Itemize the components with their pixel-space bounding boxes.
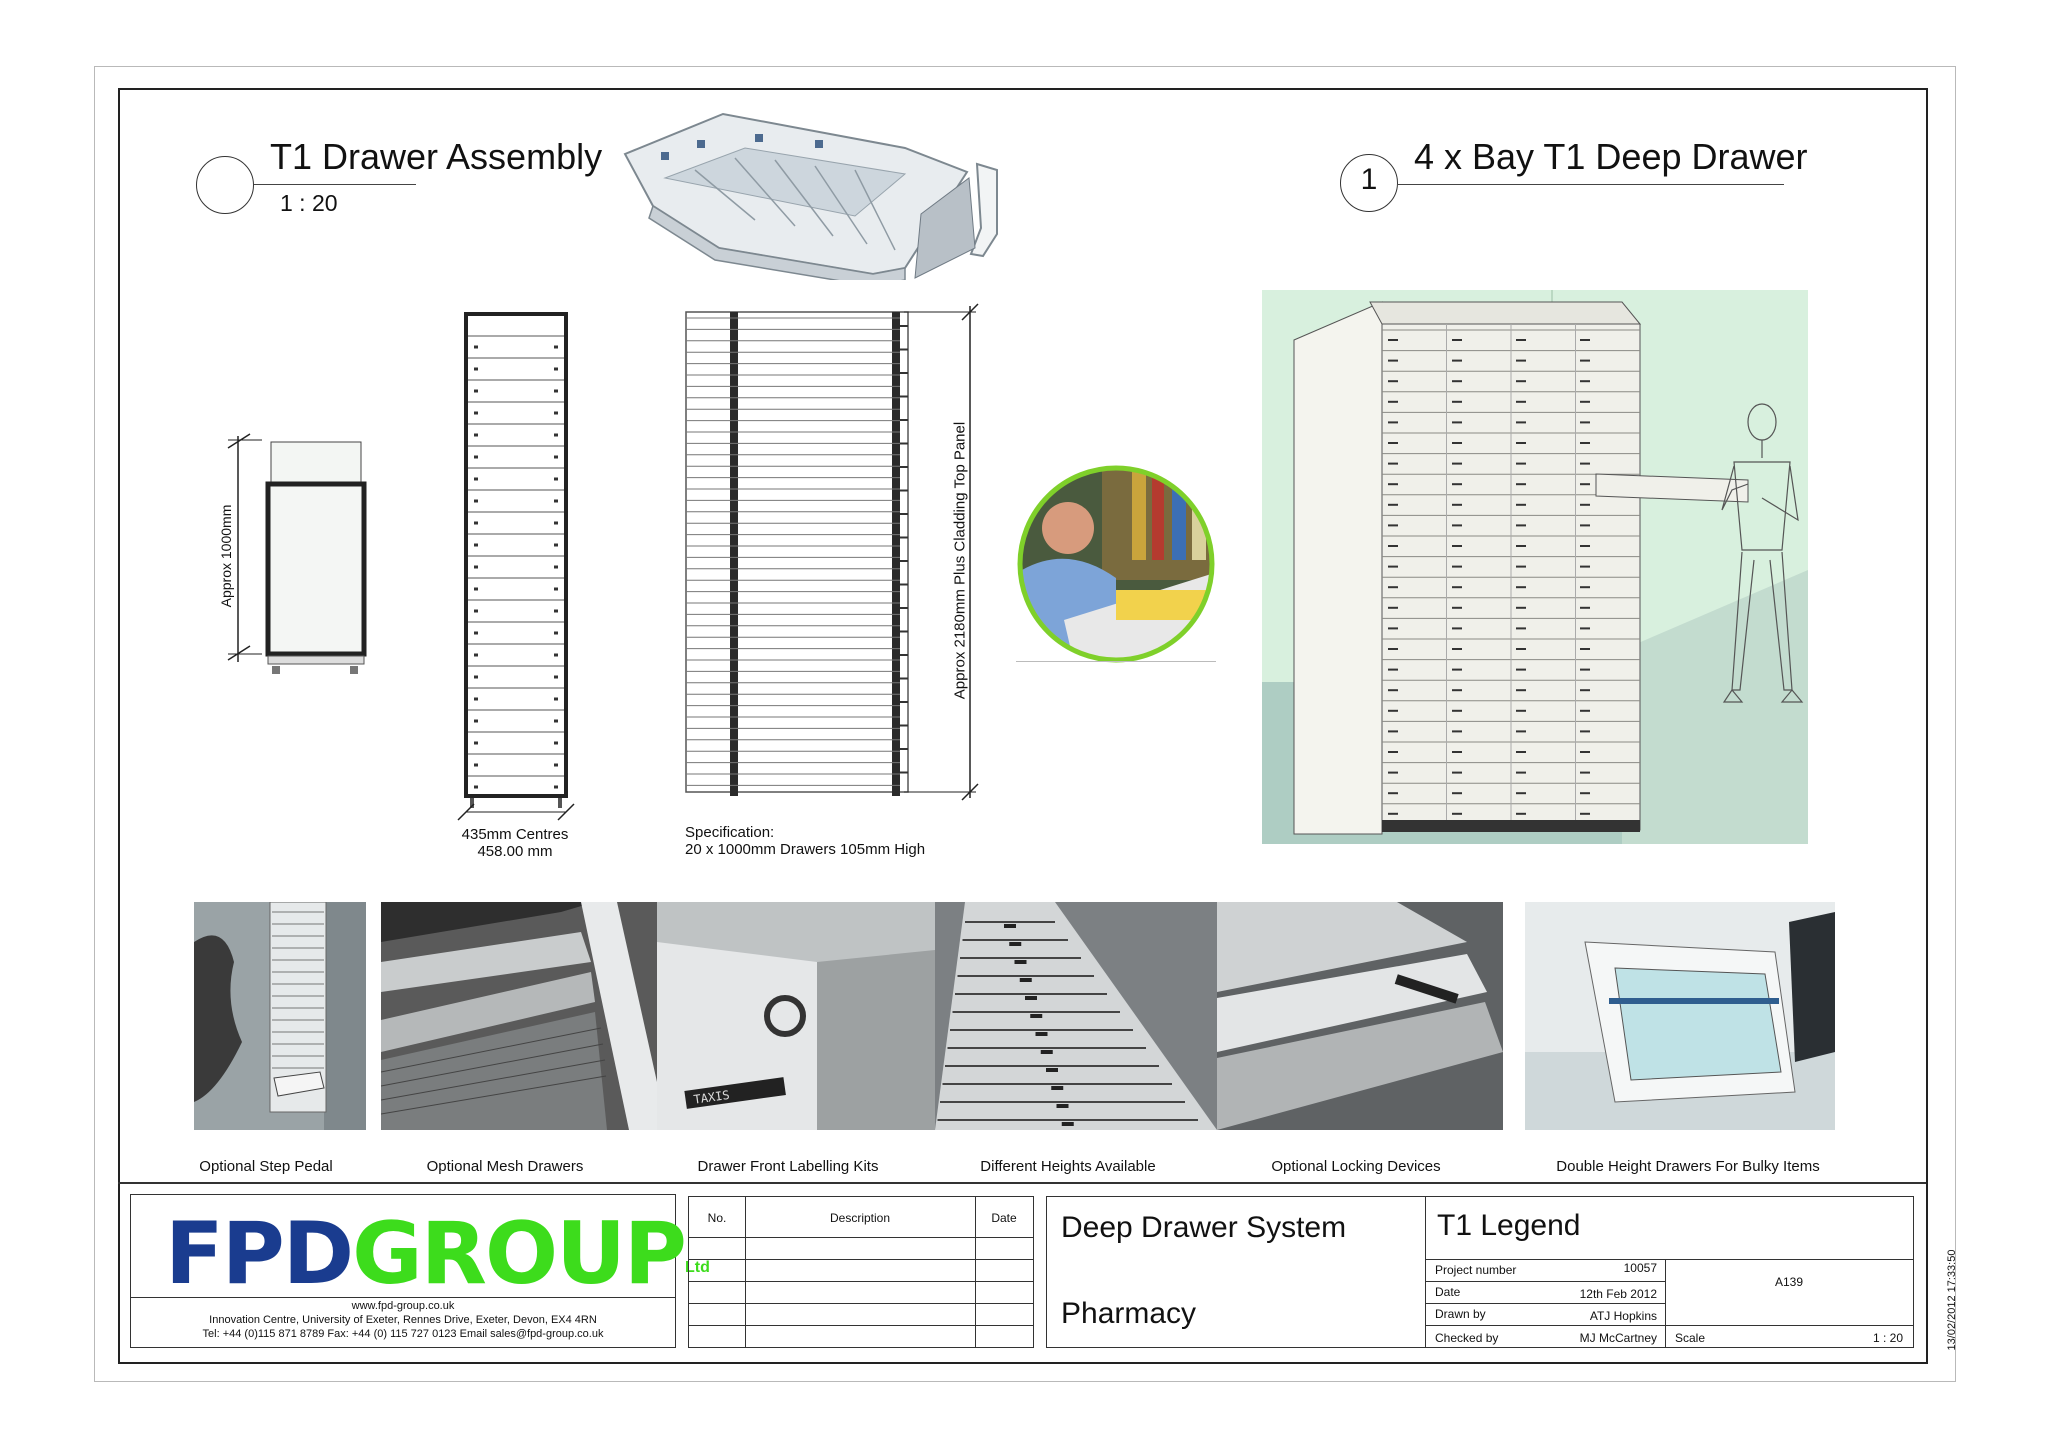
scale-label: Scale [1675,1331,1706,1345]
project-number-value: 10057 [1623,1261,1657,1275]
gallery-photo-labelling-kits: TAXIS [657,902,935,1130]
project-number-label: Project number [1435,1263,1517,1277]
gallery-caption-5: Optional Locking Devices [1271,1158,1441,1175]
front-width-dimension-2: 458.00 mm [477,843,553,860]
checked-by-label: Checked by [1435,1331,1499,1345]
overall-height-dimension: Approx 2180mm Plus Cladding Top Panel [951,421,969,700]
specification-label: Specification: [685,824,775,841]
view-scale-left: 1 : 20 [280,190,338,216]
view-marker-right [1340,154,1398,212]
sheet-inner-border [118,88,1928,1364]
specification-value: 20 x 1000mm Drawers 105mm High [685,841,926,858]
revisions-header-description: Description [829,1211,891,1225]
scale-value: 1 : 20 [1872,1331,1903,1345]
gallery-caption-1: Optional Step Pedal [199,1158,333,1175]
side-height-dimension: Approx 1000mm [218,504,234,608]
drawer-assembly-render [623,112,998,280]
project-title: Deep Drawer System [1061,1211,1347,1244]
gallery-caption-2: Optional Mesh Drawers [426,1158,584,1175]
company-box: FPDGROUPLtd www.fpd-group.co.uk Innovati… [130,1194,710,1348]
revisions-table: No. Description Date [688,1196,1034,1348]
front-elevation-drawing [457,312,575,821]
view-marker-left [196,156,254,214]
view-title-right: 4 x Bay T1 Deep Drawer [1414,136,1808,177]
gallery-caption-3: Drawer Front Labelling Kits [697,1158,879,1175]
drawn-by-value: ATJ Hopkins [1589,1309,1657,1323]
gallery-photo-locking-devices [1217,902,1503,1130]
company-divider [131,1297,675,1298]
front-width-dimension-1: 435mm Centres [461,826,569,843]
logo-ltd: Ltd [684,1259,710,1276]
side-section-drawing [685,303,979,801]
taxis-label: TAXIS [693,1088,731,1107]
title-block-top-rule [118,1182,1926,1184]
gallery-photo-step-pedal [194,902,366,1130]
project-info-box: Deep Drawer System Pharmacy T1 Legend Pr… [1046,1196,1914,1348]
gallery-caption-6: Double Height Drawers For Bulky Items [1556,1158,1820,1175]
drawn-by-label: Drawn by [1435,1307,1486,1321]
company-contact: Tel: +44 (0)115 871 8789 Fax: +44 (0) 11… [202,1328,604,1340]
sheet-number: A139 [1774,1275,1804,1289]
date-value: 12th Feb 2012 [1579,1287,1657,1301]
revisions-header-no: No. [707,1211,727,1225]
date-label: Date [1435,1285,1461,1299]
company-address: Innovation Centre, University of Exeter,… [209,1314,597,1326]
gallery-photo-double-height [1525,902,1835,1130]
sheet-name: T1 Legend [1437,1209,1581,1242]
gallery-caption-4: Different Heights Available [980,1158,1156,1175]
side-elevation-drawing [227,433,367,674]
revisions-header-date: Date [991,1211,1017,1225]
sheet-outer-border [94,66,1956,1382]
gallery-photo-different-heights [935,902,1217,1130]
logo-group: GROUP [352,1204,687,1304]
view-title-underline-right [1398,184,1784,185]
view-title-underline-left [254,184,416,185]
view-title-left: T1 Drawer Assembly [270,136,603,177]
view-number-right: 1 [1360,163,1378,196]
gallery-photo-mesh-drawers [381,902,657,1130]
company-logo: FPDGROUPLtd [165,1211,710,1297]
checked-by-value: MJ McCartney [1579,1331,1657,1345]
project-subtitle: Pharmacy [1061,1297,1197,1330]
4-bay-deep-drawer-render [1262,290,1808,844]
print-timestamp: 13/02/2012 17:33:50 [1946,1249,1958,1351]
photo-rule [1016,661,1216,662]
pharmacist-photo [1017,465,1215,663]
logo-fpd: FPD [165,1204,354,1304]
company-website: www.fpd-group.co.uk [351,1300,455,1312]
